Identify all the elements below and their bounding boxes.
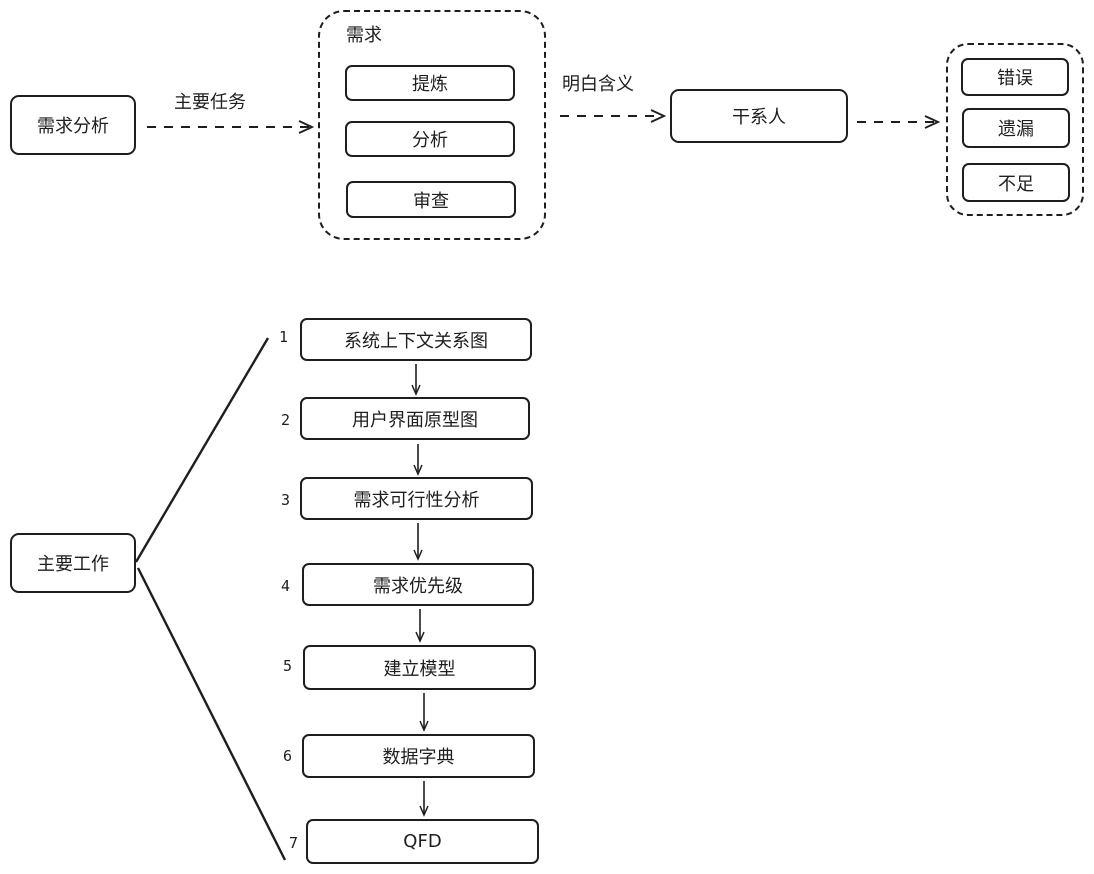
node-requirement-analysis-label: 需求分析: [37, 116, 109, 137]
node-error[interactable]: 错误: [961, 58, 1069, 96]
node-stakeholder[interactable]: 干系人: [670, 89, 848, 143]
node-insufficient-label: 不足: [998, 173, 1034, 195]
step-number-3: 3: [281, 491, 291, 509]
step-node-3[interactable]: 需求可行性分析: [300, 477, 533, 520]
node-insufficient[interactable]: 不足: [962, 163, 1070, 202]
node-review-label: 审查: [413, 190, 449, 212]
node-refine[interactable]: 提炼: [345, 65, 515, 101]
step-node-7[interactable]: QFD: [306, 819, 539, 864]
node-omission-label: 遗漏: [998, 119, 1034, 140]
group-requirements-title: 需求: [346, 25, 382, 46]
step-number-2: 2: [281, 411, 291, 429]
node-main-work[interactable]: 主要工作: [10, 533, 136, 593]
step-node-2-label: 用户界面原型图: [352, 409, 478, 431]
group-requirements[interactable]: [318, 10, 546, 240]
node-requirement-analysis[interactable]: 需求分析: [10, 95, 136, 155]
step-node-5-label: 建立模型: [383, 658, 456, 680]
step-node-6[interactable]: 数据字典: [302, 734, 535, 778]
node-refine-label: 提炼: [412, 74, 448, 95]
node-review[interactable]: 审查: [346, 181, 516, 218]
step-node-1-label: 系统上下文关系图: [344, 330, 488, 352]
node-analyze-label: 分析: [412, 130, 448, 151]
step-node-3-label: 需求可行性分析: [353, 489, 480, 511]
step-node-4[interactable]: 需求优先级: [302, 563, 534, 606]
step-node-4-label: 需求优先级: [373, 575, 463, 597]
step-number-1: 1: [279, 328, 289, 346]
step-node-2[interactable]: 用户界面原型图: [300, 397, 530, 440]
step-node-6-label: 数据字典: [382, 747, 455, 768]
node-omission[interactable]: 遗漏: [962, 108, 1070, 148]
node-stakeholder-label: 干系人: [732, 107, 786, 128]
step-number-5: 5: [283, 657, 293, 675]
step-number-4: 4: [281, 577, 291, 595]
step-node-1[interactable]: 系统上下文关系图: [300, 318, 532, 361]
step-number-7: 7: [289, 834, 299, 852]
step-number-6: 6: [283, 747, 293, 765]
node-error-label: 错误: [997, 68, 1033, 89]
step-node-5[interactable]: 建立模型: [303, 645, 536, 690]
group-issues[interactable]: [946, 43, 1084, 216]
edge-label-main-tasks: 主要任务: [174, 92, 246, 113]
step-node-7-label: QFD: [403, 831, 442, 852]
node-main-work-label: 主要工作: [37, 554, 109, 575]
edge-label-understand-meaning: 明白含义: [562, 74, 634, 95]
branch-line-upper: [134, 337, 270, 563]
node-analyze[interactable]: 分析: [345, 121, 515, 157]
branch-line-lower: [136, 567, 287, 861]
